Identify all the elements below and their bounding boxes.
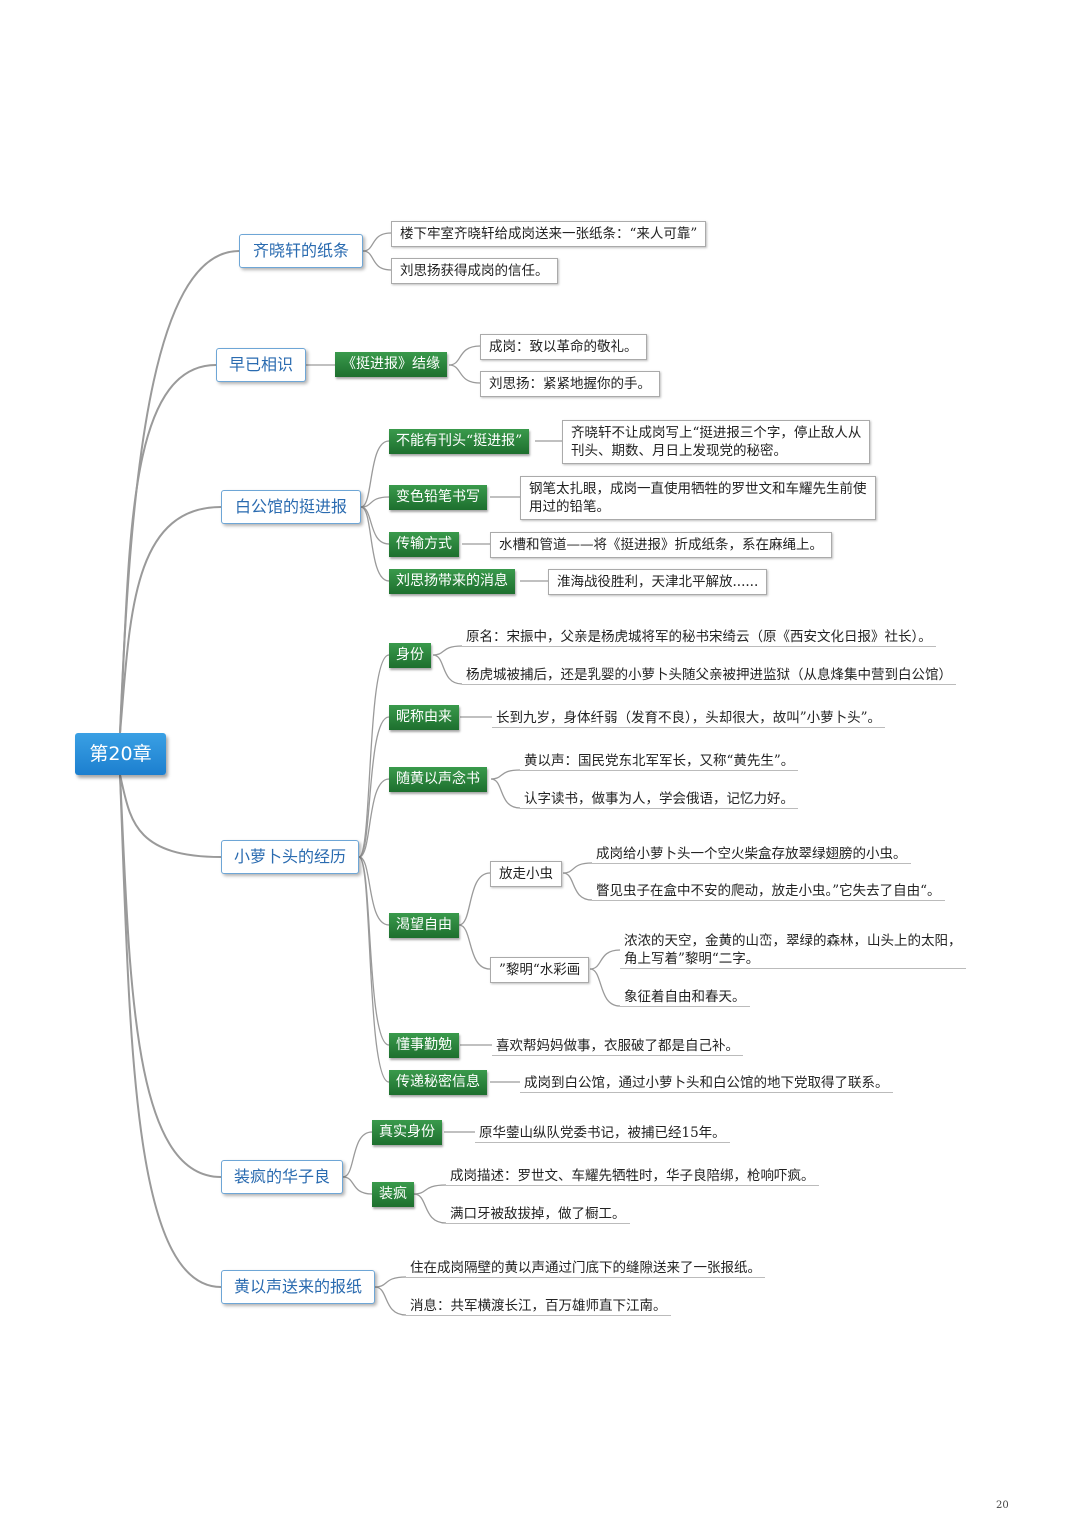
- connector: [358, 856, 390, 1083]
- connector: [119, 774, 222, 858]
- leaf-into-prison: 杨虎城被捕后，还是乳婴的小萝卜头随父亲被押进监狱（从息烽集中营到白公馆）: [462, 666, 956, 685]
- connector: [119, 774, 222, 1178]
- leaf-real-identity-text: 原华蓥山纵队党委书记，被捕已经15年。: [475, 1124, 730, 1143]
- leaf-line: 角上写着”黎明“二字。: [624, 951, 760, 967]
- connector: [432, 645, 463, 656]
- connector: [458, 924, 491, 970]
- main-node-huazilang[interactable]: 装疯的华子良: [221, 1160, 343, 1194]
- leaf-transmission-text: 水槽和管道——将《挺进报》折成纸条，系在麻绳上。: [490, 532, 832, 558]
- root-node-chapter-20[interactable]: 第20章: [75, 733, 166, 775]
- connector: [358, 778, 390, 858]
- connector: [358, 654, 390, 858]
- connector: [490, 769, 521, 780]
- sub-node-real-identity[interactable]: 真实身份: [372, 1120, 442, 1145]
- leaf-release: 瞥见虫子在盒中不安的爬动，放走小虫。”它失去了自由“。: [592, 882, 945, 901]
- connector: [360, 496, 390, 508]
- leaf-note-content: 楼下牢室齐晓轩给成岗送来一张纸条：“来人可靠”: [391, 221, 707, 247]
- connector: [360, 440, 390, 508]
- connector: [362, 250, 392, 271]
- leaf-line: 浓浓的天空，金黄的山峦，翠绿的森林，山头上的太阳，: [624, 933, 962, 949]
- connector: [448, 345, 481, 366]
- sub-node-study[interactable]: 随黄以声念书: [389, 767, 487, 792]
- leaf-news-text: 淮海战役胜利，天津北平解放......: [548, 569, 768, 595]
- sub-node-dawn-painting[interactable]: ”黎明“水彩画: [490, 957, 590, 983]
- leaf-liusiyang-handshake: 刘思扬：紧紧地握你的手。: [480, 371, 660, 397]
- main-node-xiaoluobotou[interactable]: 小萝卜头的经历: [221, 840, 359, 874]
- sub-node-pencil-writing[interactable]: 变色铅笔书写: [389, 485, 487, 510]
- connector: [413, 1193, 447, 1224]
- page-number: 20: [996, 1500, 1009, 1511]
- connector: [360, 506, 390, 582]
- leaf-painting-desc: 浓浓的天空，金黄的山峦，翠绿的森林，山头上的太阳， 角上写着”黎明“二字。: [620, 932, 966, 969]
- leaf-news-crossing: 消息：共军横渡长江，百万雄师直下江南。: [406, 1297, 671, 1316]
- sub-node-diligent[interactable]: 懂事勤勉: [389, 1033, 459, 1058]
- connector: [589, 968, 621, 1007]
- connector: [358, 716, 390, 858]
- connector: [432, 654, 463, 685]
- leaf-no-masthead-text: 齐晓轩不让成岗写上“挺进报三个字，停止敌人从 刊头、期数、月日上发现党的秘密。: [562, 420, 871, 464]
- connector: [358, 856, 390, 926]
- leaf-nickname-text: 长到九岁，身体纤弱（发育不良），头却很大，故叫”小萝卜头”。: [492, 709, 886, 728]
- connector: [360, 506, 390, 545]
- connector: [119, 506, 222, 734]
- connector: [342, 1176, 373, 1195]
- leaf-newspaper-delivery: 住在成岗隔壁的黄以声通过门底下的缝隙送来了一张报纸。: [406, 1259, 765, 1278]
- sub-node-transmission[interactable]: 传输方式: [389, 532, 459, 557]
- leaf-original-name: 原名：宋振中，父亲是杨虎城将军的秘书宋绮云（原《西安文化日报》社长）。: [462, 628, 936, 647]
- leaf-teeth: 满口牙被敌拔掉，做了橱工。: [446, 1205, 630, 1224]
- connector: [362, 232, 392, 252]
- leaf-madness-cause: 成岗描述：罗世文、车耀先牺牲时，华子良陪绑，枪响吓疯。: [446, 1167, 819, 1186]
- main-node-already-acquainted[interactable]: 早已相识: [216, 348, 306, 382]
- leaf-line: 用过的铅笔。: [529, 499, 610, 515]
- leaf-line: 齐晓轩不让成岗写上“挺进报三个字，停止敌人从: [571, 425, 862, 441]
- sub-node-identity[interactable]: 身份: [389, 643, 431, 668]
- sub-node-tingjinbao-bond[interactable]: 《挺进报》结缘: [335, 352, 447, 377]
- connector: [490, 778, 521, 809]
- leaf-line: 刊头、期数、月日上发现党的秘密。: [571, 443, 787, 459]
- leaf-secret-text: 成岗到白公馆，通过小萝卜头和白公馆的地下党取得了联系。: [520, 1074, 893, 1093]
- connector: [374, 1276, 407, 1288]
- sub-node-no-masthead[interactable]: 不能有刊头“挺进报”: [389, 429, 530, 454]
- leaf-matchbox: 成岗给小萝卜头一个空火柴盒存放翠绿翅膀的小虫。: [592, 845, 911, 864]
- connector: [413, 1184, 447, 1195]
- connector: [589, 949, 621, 970]
- connector: [448, 364, 481, 384]
- connector: [119, 774, 222, 1288]
- main-node-baigongguan-tingjinbao[interactable]: 白公馆的挺进报: [221, 490, 361, 524]
- leaf-trust: 刘思扬获得成岗的信任。: [391, 258, 558, 284]
- sub-node-secret-info[interactable]: 传递秘密信息: [389, 1070, 487, 1095]
- connector: [562, 862, 593, 874]
- sub-node-nickname[interactable]: 昵称由来: [389, 705, 459, 730]
- connector: [119, 364, 217, 734]
- leaf-pencil-text: 钢笔太扎眼，成岗一直使用牺牲的罗世文和车耀先生前使 用过的铅笔。: [520, 476, 876, 520]
- connector: [458, 872, 491, 926]
- main-node-newspaper[interactable]: 黄以声送来的报纸: [221, 1270, 375, 1304]
- leaf-symbol: 象征着自由和春天。: [620, 988, 750, 1007]
- sub-node-news[interactable]: 刘思扬带来的消息: [389, 569, 515, 594]
- connector: [562, 872, 593, 901]
- sub-node-feign-madness[interactable]: 装疯: [372, 1182, 414, 1207]
- leaf-huang-yisheng: 黄以声：国民党东北军军长，又称“黄先生”。: [520, 752, 799, 771]
- leaf-line: 钢笔太扎眼，成岗一直使用牺牲的罗世文和车耀先生前使: [529, 481, 867, 497]
- leaf-chenggang-salute: 成岗：致以革命的敬礼。: [480, 334, 647, 360]
- connector: [342, 1131, 373, 1178]
- connector: [374, 1286, 407, 1316]
- leaf-diligent-text: 喜欢帮妈妈做事，衣服破了都是自己补。: [492, 1037, 743, 1056]
- leaf-learning: 认字读书，做事为人，学会俄语，记忆力好。: [520, 790, 798, 809]
- main-node-qixiaoxuan-note[interactable]: 齐晓轩的纸条: [239, 234, 363, 268]
- sub-node-longing-freedom[interactable]: 渴望自由: [389, 913, 459, 938]
- sub-node-release-bug[interactable]: 放走小虫: [490, 861, 562, 887]
